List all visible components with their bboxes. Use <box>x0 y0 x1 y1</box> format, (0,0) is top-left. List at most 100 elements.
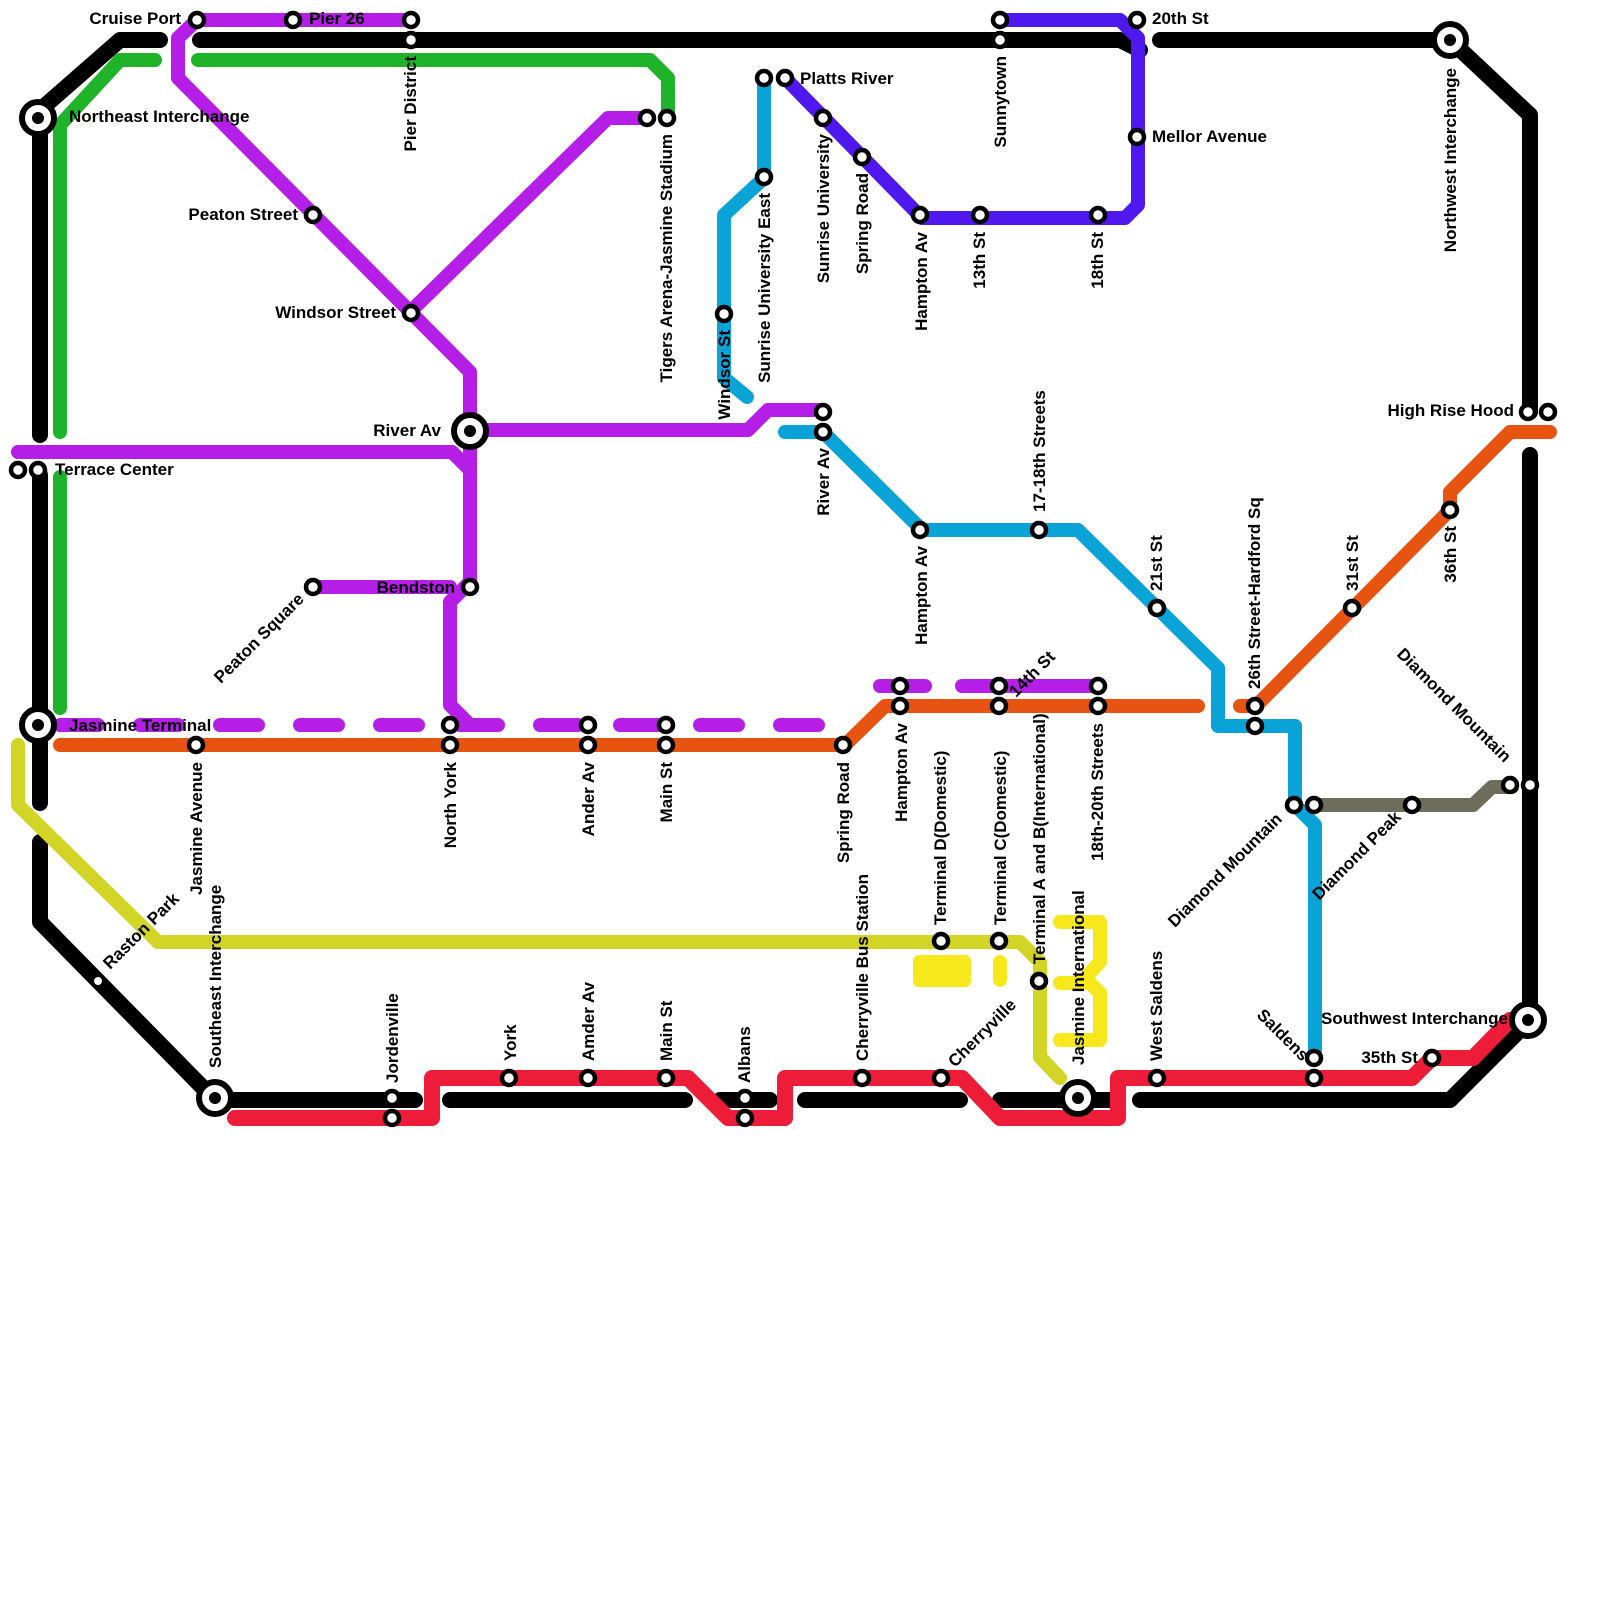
station-marker[interactable] <box>1304 1048 1324 1068</box>
station-marker[interactable] <box>852 147 872 167</box>
label-northeast-interchange: Northeast Interchange <box>69 107 249 126</box>
station-marker[interactable] <box>382 1088 402 1108</box>
label-sunrise-university: Sunrise University <box>814 133 833 283</box>
label-sunnytown: Sunnytown <box>991 56 1010 148</box>
station-marker[interactable] <box>1088 205 1108 225</box>
station-marker[interactable] <box>401 303 421 323</box>
label-northwest-interchange: Northwest Interchange <box>1441 68 1460 252</box>
station-marker[interactable] <box>656 735 676 755</box>
label-saldens: Saldens <box>1253 1005 1313 1065</box>
station-marker[interactable] <box>1518 402 1538 422</box>
station-marker[interactable] <box>440 735 460 755</box>
station-marker[interactable] <box>90 973 106 989</box>
label-cherryville-bus-station: Cherryville Bus Station <box>853 874 872 1061</box>
station-marker[interactable] <box>8 460 28 480</box>
label-36th-st: 36th St <box>1441 526 1460 583</box>
station-marker[interactable] <box>1440 500 1460 520</box>
station-marker[interactable] <box>303 205 323 225</box>
station-marker[interactable] <box>1500 775 1520 795</box>
station-marker[interactable] <box>460 577 480 597</box>
station-marker[interactable] <box>1422 1048 1442 1068</box>
station-marker[interactable] <box>775 68 795 88</box>
label-windsor-st: Windsor St <box>715 330 734 420</box>
station-marker[interactable] <box>989 676 1009 696</box>
yellow-shuttle-block <box>913 955 971 987</box>
label-terminal-d: Terminal D(Domestic) <box>931 751 950 925</box>
station-marker[interactable] <box>303 577 323 597</box>
station-marker[interactable] <box>852 1068 872 1088</box>
station-marker[interactable] <box>187 10 207 30</box>
station-marker[interactable] <box>813 422 833 442</box>
station-marker[interactable] <box>1127 127 1147 147</box>
station-marker[interactable] <box>1538 402 1558 422</box>
station-marker[interactable] <box>714 304 734 324</box>
station-marker[interactable] <box>657 108 677 128</box>
station-marker[interactable] <box>440 715 460 735</box>
station-marker[interactable] <box>1147 598 1167 618</box>
station-marker[interactable] <box>890 676 910 696</box>
station-marker[interactable] <box>186 735 206 755</box>
station-marker[interactable] <box>813 108 833 128</box>
station-marker[interactable] <box>656 1068 676 1088</box>
station-marker[interactable] <box>833 735 853 755</box>
orange-line <box>53 425 1557 752</box>
station-marker[interactable] <box>1284 795 1304 815</box>
station-marker[interactable] <box>578 1068 598 1088</box>
label-north-york: North York <box>441 761 460 848</box>
station-marker[interactable] <box>1088 676 1108 696</box>
purple-line <box>11 13 830 732</box>
station-marker[interactable] <box>735 1088 755 1108</box>
station-marker[interactable] <box>990 10 1010 30</box>
station-marker[interactable] <box>910 205 930 225</box>
station-marker[interactable] <box>1402 795 1422 815</box>
station-marker[interactable] <box>813 402 833 422</box>
station-marker[interactable] <box>1088 696 1108 716</box>
station-marker[interactable] <box>401 30 421 50</box>
interchange-dot <box>1072 1092 1084 1104</box>
station-marker[interactable] <box>1029 971 1049 991</box>
station-marker[interactable] <box>1304 795 1324 815</box>
label-terminal-a-b: Terminal A and B(International) <box>1030 713 1049 964</box>
station-marker[interactable] <box>382 1108 402 1128</box>
label-20th-st: 20th St <box>1152 9 1209 28</box>
label-amder-av: Amder Av <box>579 981 598 1061</box>
station-marker[interactable] <box>1304 1068 1324 1088</box>
station-marker[interactable] <box>989 696 1009 716</box>
station-marker[interactable] <box>499 1068 519 1088</box>
station-marker[interactable] <box>637 108 657 128</box>
station-marker[interactable] <box>931 1068 951 1088</box>
station-marker[interactable] <box>1147 1068 1167 1088</box>
station-marker[interactable] <box>28 460 48 480</box>
violet-line <box>778 13 1145 225</box>
station-marker[interactable] <box>401 10 421 30</box>
label-southeast-interchange: Southeast Interchange <box>206 885 225 1068</box>
station-marker[interactable] <box>910 520 930 540</box>
station-marker[interactable] <box>1245 696 1265 716</box>
station-marker[interactable] <box>656 715 676 735</box>
station-marker[interactable] <box>283 10 303 30</box>
label-tigers-arena: Tigers Arena-Jasmine Stadium <box>657 134 676 382</box>
station-marker[interactable] <box>578 715 598 735</box>
yellow-line <box>913 915 1107 1047</box>
label-york: York <box>501 1024 520 1061</box>
station-marker[interactable] <box>735 1108 755 1128</box>
station-marker[interactable] <box>1520 775 1540 795</box>
station-marker[interactable] <box>1127 10 1147 30</box>
station-marker[interactable] <box>754 68 774 88</box>
station-marker[interactable] <box>578 735 598 755</box>
label-ander-av: Ander Av <box>579 761 598 836</box>
station-marker[interactable] <box>989 931 1009 951</box>
station-marker[interactable] <box>1029 520 1049 540</box>
label-main-st-orange: Main St <box>657 762 676 823</box>
station-marker[interactable] <box>1342 598 1362 618</box>
station-marker[interactable] <box>990 30 1010 50</box>
station-marker[interactable] <box>754 167 774 187</box>
label-spring-road-violet: Spring Road <box>853 173 872 274</box>
label-bendston: Bendston <box>377 578 455 597</box>
station-marker[interactable] <box>890 696 910 716</box>
label-southwest-interchange: Southwest Interchange <box>1321 1009 1508 1028</box>
station-marker[interactable] <box>931 931 951 951</box>
station-marker[interactable] <box>970 205 990 225</box>
station-marker[interactable] <box>1245 716 1265 736</box>
